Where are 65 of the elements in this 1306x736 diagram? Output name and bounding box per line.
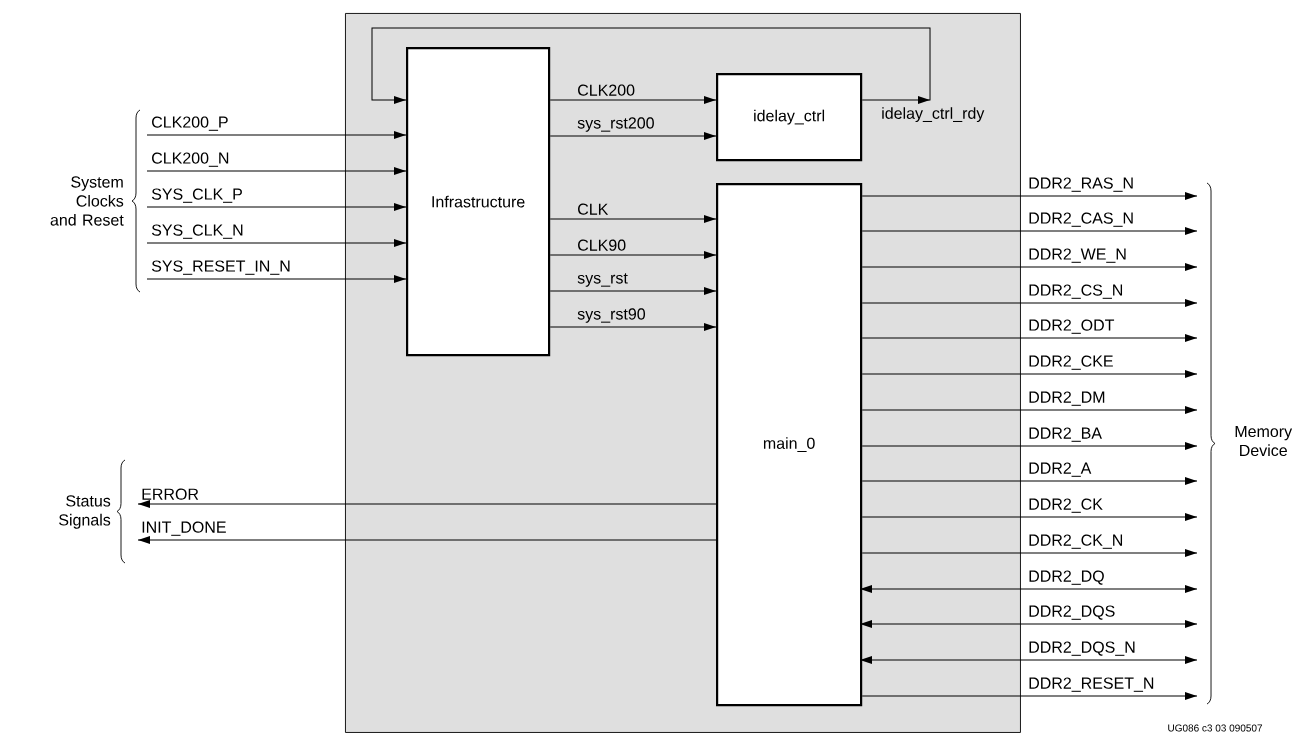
block-box: main_0: [716, 183, 863, 707]
signal-label: DDR2_A: [1029, 462, 1092, 477]
arrow: [860, 585, 1198, 593]
figure-code: UG086 c3 03 090507: [1168, 724, 1263, 732]
signal-label: CLK200_N: [152, 152, 229, 167]
signal-label: DDR2_CK_N: [1029, 534, 1122, 549]
arrow: [861, 299, 1198, 307]
group-label: Status Signals: [59, 495, 111, 529]
signal-label: CLK200: [578, 84, 635, 96]
arrow: [549, 287, 717, 295]
arrow: [146, 131, 407, 139]
block-box: Infrastructure: [406, 47, 551, 357]
arrow: [861, 192, 1198, 200]
arrow: [860, 620, 1198, 628]
signal-label: SYS_RESET_IN_N: [151, 260, 290, 275]
arrow: [861, 549, 1198, 557]
signal-label: DDR2_WE_N: [1029, 248, 1126, 263]
arrow: [861, 513, 1198, 521]
arrow: [861, 477, 1198, 485]
signal-label: DDR2_RESET_N: [1029, 677, 1154, 692]
arrow: [146, 203, 407, 211]
signal-label: CLK90: [578, 239, 626, 251]
signal-label: DDR2_DQ: [1029, 570, 1104, 585]
arrow: [549, 96, 717, 104]
signal-label: ERROR: [142, 488, 199, 500]
block-box: idelay_ctrl: [716, 73, 863, 162]
signal-label: DDR2_CS_N: [1029, 284, 1122, 299]
arrow: [146, 167, 407, 175]
arrow: [146, 275, 407, 283]
signal-label: DDR2_CKE: [1029, 355, 1113, 370]
signal-label: DDR2_CAS_N: [1029, 212, 1133, 227]
arrow: [137, 536, 717, 544]
arrow: [146, 239, 407, 247]
arrow: [549, 251, 717, 259]
signal-label: CLK200_P: [152, 116, 228, 131]
signal-label: INIT_DONE: [142, 521, 226, 536]
signal-label: DDR2_ODT: [1029, 319, 1115, 334]
signal-label: SYS_CLK_P: [151, 188, 242, 203]
arrow: [549, 132, 717, 140]
signal-label: DDR2_CK: [1029, 498, 1103, 513]
signal-label: DDR2_DM: [1029, 391, 1105, 406]
signal-label: sys_rst: [577, 273, 628, 287]
arrow: [861, 442, 1198, 450]
arrow: [860, 656, 1198, 664]
arrow: [137, 500, 717, 508]
signal-label: sys_rst90: [577, 308, 646, 323]
signal-label: idelay_ctrl_rdy: [882, 107, 985, 123]
arrow: [371, 27, 931, 104]
arrow: [861, 370, 1198, 378]
arrow: [861, 263, 1198, 271]
arrow: [861, 334, 1198, 342]
group-label: System Clocks and Reset: [50, 176, 124, 226]
signal-label: sys_rst200: [577, 117, 654, 132]
signal-label: SYS_CLK_N: [151, 224, 243, 239]
signal-label: DDR2_DQS_N: [1029, 641, 1135, 656]
arrow: [549, 323, 717, 331]
signal-label: DDR2_DQS: [1029, 605, 1115, 620]
arrow: [549, 215, 717, 223]
arrow: [861, 692, 1198, 700]
signal-label: DDR2_RAS_N: [1029, 177, 1133, 192]
signal-label: DDR2_BA: [1029, 427, 1102, 442]
arrow: [861, 227, 1198, 235]
arrow: [861, 406, 1198, 414]
group-label: Memory Device: [1235, 425, 1293, 457]
signal-label: CLK: [578, 203, 609, 215]
